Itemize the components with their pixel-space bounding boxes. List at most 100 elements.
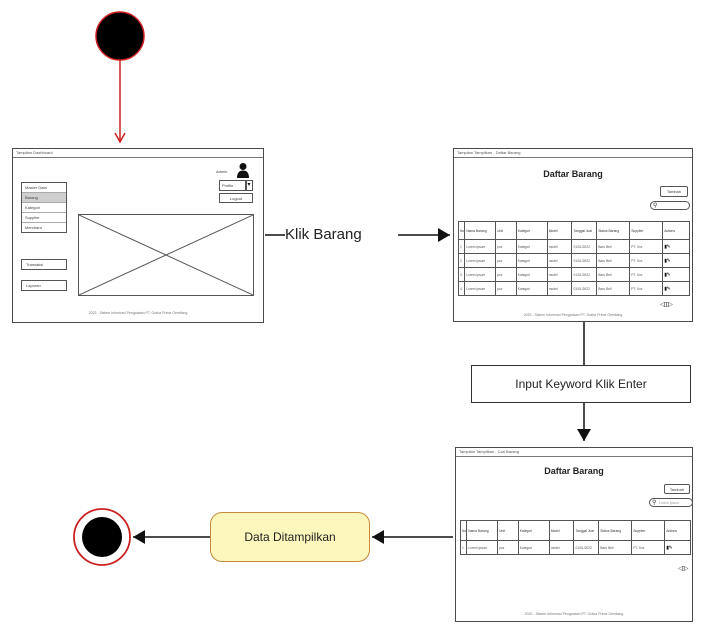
search-footer: 2022 - Sistem Informasi Pengadaan PT. Gr… — [524, 612, 624, 616]
search-icon-2: ⚲ — [652, 500, 657, 506]
table-cell: PT. Xxx — [631, 540, 666, 555]
pager-icons[interactable]: ◁▯▯▷ — [660, 302, 673, 308]
actions-cell: ▮✎ — [662, 267, 690, 282]
sidebar-item-kategori[interactable]: Kategori — [22, 203, 66, 213]
table-cell: 01/01/2022 — [571, 253, 598, 268]
col-actions: Actions — [662, 221, 690, 240]
col-status-barang: Status Barang — [596, 221, 631, 240]
search-window: Tampilan Tampilkan - Cari Barang Daftar … — [455, 447, 693, 622]
col-actions: Actions — [664, 520, 691, 541]
table-cell: pcs — [495, 281, 517, 296]
edit-delete-icons[interactable]: ▮✎ — [664, 243, 671, 250]
search-input[interactable]: ⚲ — [650, 201, 690, 210]
col-tanggal-jual: Tanggal Jual — [573, 520, 600, 541]
admin-label: Admin — [216, 169, 228, 174]
table-cell: 01/01/2022 — [571, 281, 598, 296]
transaksi-button[interactable]: Transaksi — [21, 259, 67, 270]
dashboard-footer: 2022 - Sistem Informasi Pengadaan PT. Gr… — [88, 311, 188, 315]
table-cell: model — [546, 281, 573, 296]
table-cell: PT. Xxx — [629, 267, 664, 282]
col-supplier: Supplier — [629, 221, 664, 240]
table-cell: Lorem ipsum — [464, 239, 497, 254]
edit-delete-icons[interactable]: ▮✎ — [664, 257, 671, 264]
sidebar-item-merchant[interactable]: Merchant — [25, 225, 42, 230]
table-cell: pcs — [497, 540, 519, 555]
logout-button[interactable]: Logout — [219, 193, 253, 203]
table-cell: Kategori — [515, 281, 548, 296]
table-cell: 01/01/2022 — [573, 540, 600, 555]
profile-dropdown[interactable]: Profile — [219, 180, 247, 191]
search-input-2[interactable]: ⚲ Lorem ipsum — [649, 498, 693, 507]
col-tanggal-jual: Tanggal Jual — [571, 221, 598, 240]
col-supplier: Supplier — [631, 520, 666, 541]
actions-cell: ▮✎ — [664, 540, 691, 555]
pager-icons-2[interactable]: ◁▯▷ — [678, 566, 688, 572]
search-result-table: No Nama Barang Unit Kategori Model Tangg… — [459, 520, 691, 555]
tambah-button-2[interactable]: Tambah — [664, 484, 690, 494]
col-unit: Unit — [497, 520, 519, 541]
col-model: Model — [548, 520, 575, 541]
table-cell: 01/01/2022 — [571, 267, 598, 282]
action-input-keyword: Input Keyword Klik Enter — [471, 365, 691, 403]
chevron-down-icon[interactable]: ▾ — [245, 180, 253, 191]
table-cell: Kategori — [515, 239, 548, 254]
table-header-row: No Nama Barang Unit Kategori Model Tangg… — [457, 221, 690, 240]
col-model: Model — [546, 221, 573, 240]
table-cell: Lorem ipsum — [464, 267, 497, 282]
table-cell: pcs — [495, 239, 517, 254]
laporan-button[interactable]: Laporan — [21, 280, 67, 291]
table-cell: 01/01/2022 — [571, 239, 598, 254]
sidebar-item-master-data[interactable]: Master Data — [22, 183, 66, 193]
table-cell: Baru Beli — [596, 281, 631, 296]
table-cell: 4 — [457, 281, 466, 296]
list-footer: 2022 - Sistem Informasi Pengadaan PT. Gr… — [523, 313, 623, 317]
col-kategori: Kategori — [515, 221, 548, 240]
edit-delete-icons[interactable]: ▮✎ — [666, 544, 673, 551]
table-cell: Kategori — [517, 540, 550, 555]
table-cell: Baru Beli — [596, 267, 631, 282]
actions-cell: ▮✎ — [662, 253, 690, 268]
profile-dropdown-label: Profile — [222, 183, 234, 188]
final-node-inner — [82, 517, 122, 557]
table-cell: pcs — [495, 253, 517, 268]
list-window-title: Tampilan Tampilkan - Daftar Barang — [454, 149, 692, 158]
table-cell: Lorem ipsum — [466, 540, 499, 555]
edit-delete-icons[interactable]: ▮✎ — [664, 285, 671, 292]
table-cell: PT. Xxx — [629, 281, 664, 296]
image-placeholder — [78, 214, 254, 296]
table-cell: model — [546, 267, 573, 282]
table-cell: PT. Xxx — [629, 239, 664, 254]
actions-cell: ▮✎ — [662, 239, 690, 254]
sidebar-item-barang[interactable]: Barang — [22, 193, 66, 203]
table-cell: 1 — [459, 540, 468, 555]
table-cell: Baru Beli — [598, 540, 633, 555]
tambah-button[interactable]: Tambah — [660, 186, 688, 197]
edit-delete-icons[interactable]: ▮✎ — [664, 271, 671, 278]
table-cell: Baru Beli — [596, 239, 631, 254]
sidebar-item-supplier[interactable]: Supplier — [22, 213, 66, 223]
user-icon — [237, 163, 249, 178]
barang-table: No Nama Barang Unit Kategori Model Tangg… — [457, 221, 690, 296]
table-cell: pcs — [495, 267, 517, 282]
table-cell: Kategori — [515, 267, 548, 282]
list-heading: Daftar Barang — [543, 169, 603, 179]
col-kategori: Kategori — [517, 520, 550, 541]
dashboard-window-title: Tampilan Dashboard — [13, 149, 263, 158]
initial-node — [95, 11, 145, 61]
table-cell: Lorem ipsum — [464, 281, 497, 296]
table-cell: Baru Beli — [596, 253, 631, 268]
search-keyword: Lorem ipsum — [659, 501, 680, 505]
table-header-row: No Nama Barang Unit Kategori Model Tangg… — [459, 520, 691, 541]
table-cell: model — [548, 540, 575, 555]
table-cell: Kategori — [515, 253, 548, 268]
col-status-barang: Status Barang — [598, 520, 633, 541]
table-cell: PT. Xxx — [629, 253, 664, 268]
table-cell: Lorem ipsum — [464, 253, 497, 268]
sidebar-menu: Master Data Barang Kategori Supplier Mer… — [21, 182, 67, 233]
search-heading: Daftar Barang — [544, 466, 604, 476]
